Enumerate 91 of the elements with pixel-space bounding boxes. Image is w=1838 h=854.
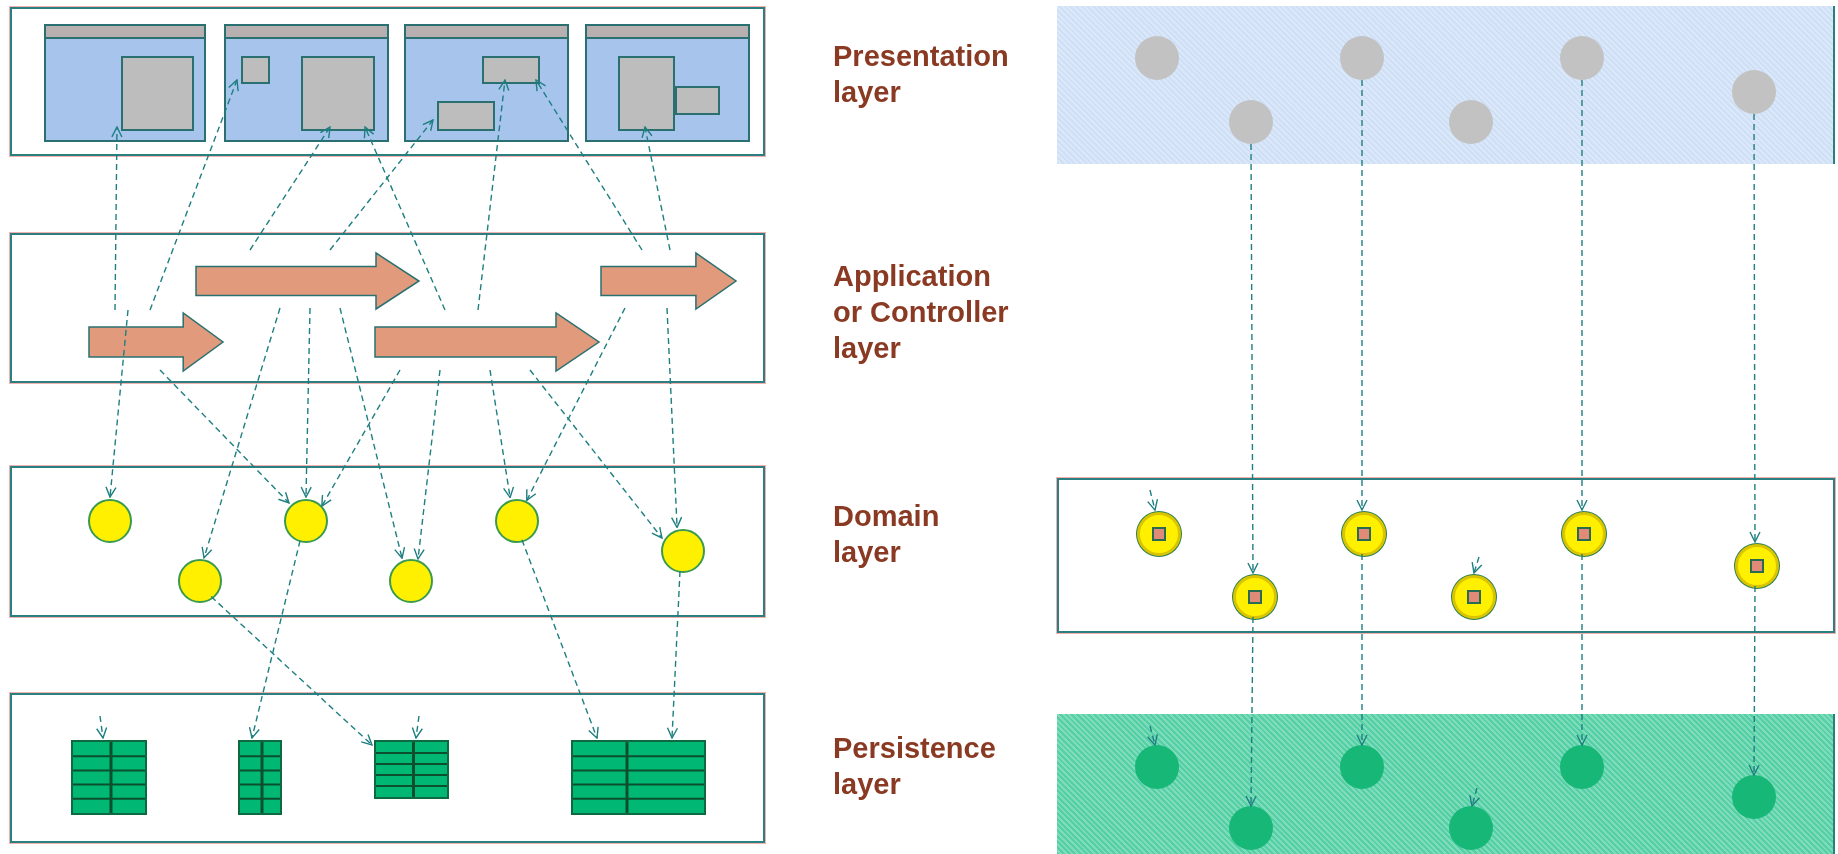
dashed-arrow: [1146, 725, 1158, 746]
object-dot: [1135, 745, 1179, 789]
dashed-arrow: [96, 715, 108, 739]
dashed-arrow: [1576, 553, 1588, 746]
layer-label: Persistence layer: [833, 731, 997, 802]
dashed-arrow: [1748, 585, 1760, 776]
layer-band: [10, 7, 765, 156]
block-arrow: [374, 312, 600, 372]
screen-window: [585, 24, 750, 142]
dashed-arrow: [529, 369, 663, 539]
object-circle: [661, 529, 705, 573]
dashed-arrow: [321, 369, 401, 507]
dashed-arrow: [1147, 489, 1159, 511]
data-table: [71, 740, 147, 815]
layer-band: [1057, 6, 1835, 164]
dashed-arrow: [1469, 787, 1481, 807]
dashed-arrow: [105, 309, 129, 498]
dashed-arrow: [1471, 556, 1483, 574]
object-dot: [1560, 36, 1604, 80]
data-table: [374, 740, 449, 799]
layer-band: [10, 466, 765, 617]
object-circle: [1233, 575, 1277, 619]
dashed-arrow: [363, 126, 446, 311]
object-dot: [1560, 745, 1604, 789]
object-circle: [1342, 512, 1386, 556]
dashed-arrow: [411, 715, 423, 739]
window-pane: [482, 56, 540, 84]
screen-window: [404, 24, 569, 142]
window-pane: [301, 56, 375, 131]
dashed-arrow: [1749, 113, 1761, 543]
object-dot: [1732, 70, 1776, 114]
object-circle: [88, 499, 132, 543]
dashed-arrow: [666, 307, 683, 529]
dashed-arrow: [248, 539, 301, 739]
window-pane: [121, 56, 194, 131]
object-dot: [1340, 745, 1384, 789]
object-dot: [1340, 36, 1384, 80]
window-pane: [241, 56, 270, 84]
object-circle: [495, 499, 539, 543]
data-table: [571, 740, 706, 815]
dashed-arrow: [111, 126, 123, 311]
object-circle: [1735, 544, 1779, 588]
dashed-arrow: [521, 539, 599, 739]
layer-band: [10, 233, 765, 383]
object-circle: [178, 559, 222, 603]
layer-band: [10, 693, 765, 843]
object-circle: [389, 559, 433, 603]
dashed-arrow: [1576, 79, 1588, 511]
object-circle: [1137, 512, 1181, 556]
dashed-arrow: [300, 307, 312, 498]
dashed-arrow: [149, 79, 239, 311]
object-circle: [1562, 512, 1606, 556]
block-arrow: [195, 252, 420, 310]
dashed-arrow: [413, 369, 441, 560]
dashed-arrow: [159, 369, 290, 504]
window-pane: [675, 86, 720, 115]
screen-window: [224, 24, 389, 142]
layer-band: [1057, 478, 1835, 633]
block-arrow: [88, 312, 224, 372]
object-dot: [1229, 100, 1273, 144]
window-pane: [437, 101, 495, 131]
dashed-arrow: [201, 307, 281, 559]
dashed-arrow: [641, 126, 671, 251]
object-dot: [1135, 36, 1179, 80]
block-arrow: [600, 252, 737, 310]
dashed-arrow: [1356, 79, 1368, 511]
layer-label: Domain layer: [833, 499, 941, 570]
layer-label: Application or Controller layer: [833, 259, 1010, 366]
window-pane: [618, 56, 675, 131]
dashed-arrow: [1245, 616, 1257, 807]
dashed-arrow: [666, 570, 681, 739]
object-dot: [1732, 775, 1776, 819]
dashed-arrow: [526, 307, 626, 502]
dashed-arrow: [210, 595, 373, 746]
object-circle: [1452, 575, 1496, 619]
dashed-arrow: [1247, 143, 1259, 574]
dashed-arrow: [1356, 553, 1368, 746]
screen-window: [44, 24, 206, 142]
dashed-arrow: [535, 79, 643, 251]
object-dot: [1449, 100, 1493, 144]
dashed-arrow: [477, 79, 510, 311]
layer-label: Presentation layer: [833, 39, 1010, 110]
object-dot: [1229, 806, 1273, 850]
data-table: [238, 740, 282, 815]
dashed-arrow: [489, 369, 515, 499]
layer-band: [1057, 714, 1835, 854]
dashed-arrow: [329, 119, 434, 251]
dashed-arrow: [249, 126, 331, 251]
dashed-arrow: [339, 307, 406, 559]
object-circle: [284, 499, 328, 543]
object-dot: [1449, 806, 1493, 850]
